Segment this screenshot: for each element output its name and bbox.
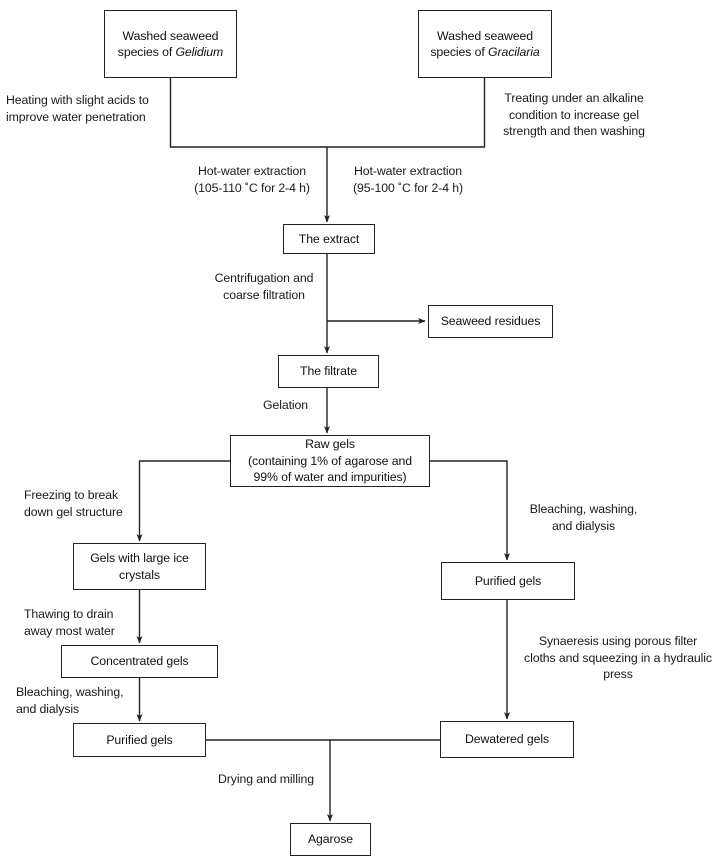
- edge-label-bleaching-washing-dialysis-left: Bleaching, washing, and dialysis: [16, 685, 124, 716]
- edge-label-drying-and-milling: Drying and milling: [218, 772, 314, 786]
- node-label: Purified gels: [106, 732, 173, 747]
- node-raw-gels: Raw gels (containing 1% of agarose and 9…: [230, 435, 430, 487]
- node-agarose: Agarose: [290, 823, 371, 856]
- node-label-species-name: Gracilaria: [488, 45, 540, 59]
- edge-gelidium-to-junction: [169, 78, 327, 148]
- node-dewatered-gels: Dewatered gels: [440, 721, 574, 758]
- node-label-line-1: Washed seaweed: [437, 28, 533, 43]
- node-purified-gels-left: Purified gels: [73, 723, 206, 757]
- node-seaweed-residues: Seaweed residues: [428, 305, 553, 338]
- node-purified-gels-right: Purified gels: [441, 562, 575, 600]
- node-label: Agarose: [307, 832, 354, 847]
- node-label: Gels with large ice crystals: [90, 551, 189, 582]
- node-label: Concentrated gels: [90, 654, 189, 669]
- node-gels-with-large-ice-crystals: Gels with large ice crystals: [73, 543, 206, 590]
- node-label: Raw gels (containing 1% of agarose and 9…: [248, 437, 412, 485]
- edge-label-heating-with-slight-acids: Heating with slight acids to improve wat…: [6, 93, 149, 124]
- edge-gracilaria-to-junction: [327, 78, 486, 148]
- edge-label-centrifugation-coarse-filtration: Centrifugation and coarse filtration: [214, 271, 314, 302]
- node-label: Seaweed residues: [440, 314, 541, 329]
- node-label-line-2: species of Gelidium: [117, 44, 224, 61]
- edge-label-freezing-to-break-down: Freezing to break down gel structure: [24, 488, 123, 519]
- edge-label-synaeresis-porous-filter: Synaeresis using porous filter cloths an…: [524, 634, 712, 681]
- node-label: The extract: [298, 231, 360, 246]
- node-label: The filtrate: [300, 364, 357, 379]
- edge-label-gelation: Gelation: [263, 398, 309, 412]
- edge-label-hot-water-extraction-gracilaria: Hot-water extraction (95-100 ˚C for 2-4 …: [353, 164, 463, 195]
- node-label: Dewatered gels: [464, 732, 550, 747]
- node-the-extract: The extract: [283, 224, 375, 254]
- edge-label-treating-under-alkaline: Treating under an alkaline condition to …: [503, 91, 645, 138]
- node-label-species-prefix: species of: [117, 45, 176, 59]
- node-concentrated-gels: Concentrated gels: [61, 645, 218, 678]
- node-label: Purified gels: [474, 573, 542, 588]
- node-label-line-1: Washed seaweed: [122, 28, 219, 43]
- node-label-species-name: Gelidium: [175, 45, 224, 59]
- edge-label-hot-water-extraction-gelidium: Hot-water extraction (105-110 ˚C for 2-4…: [194, 164, 310, 195]
- node-label-line-2: species of Gracilaria: [430, 44, 539, 61]
- edge-rawgels-to-purified-right: [430, 460, 511, 561]
- node-the-filtrate: The filtrate: [278, 355, 379, 388]
- edge-label-thawing-to-drain: Thawing to drain away most water: [24, 607, 115, 638]
- edge-label-bleaching-washing-dialysis-right: Bleaching, washing, and dialysis: [529, 502, 638, 533]
- node-label-species-prefix: species of: [430, 45, 489, 59]
